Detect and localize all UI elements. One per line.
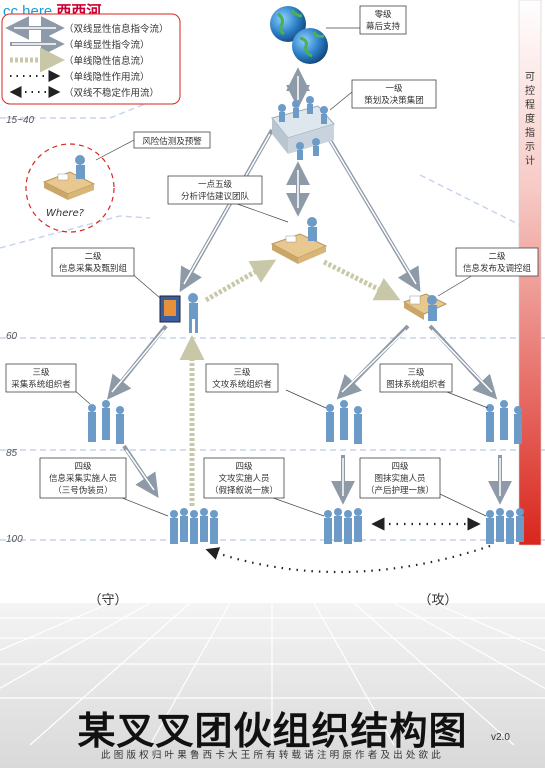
level-guide-lines (0, 97, 545, 541)
level-label-60: 60 (6, 331, 18, 342)
svg-text:一点五级: 一点五级 (198, 179, 233, 190)
svg-text:零级: 零级 (374, 9, 392, 20)
where-label: Where? (46, 208, 85, 219)
svg-text:（单线隐性作用流）: （单线隐性作用流） (64, 71, 150, 83)
version-label: v2.0 (491, 732, 510, 743)
svg-text:（三号伪装员）: （三号伪装员） (53, 485, 113, 496)
legend-single-solid: （单线显性指令流） (10, 32, 150, 56)
node-risk: 风险估测及预警 (133, 131, 211, 149)
node-text-exec: 四级 文攻实施人员 （假择叙说一族） (203, 457, 285, 499)
node-image-org: 三级 图抹系统组织者 (379, 363, 453, 393)
risk-desk-icon (25, 143, 115, 233)
svg-text:图抹系统组织者: 图抹系统组织者 (386, 379, 446, 390)
svg-text:一级: 一级 (385, 83, 403, 94)
node-text-org: 三级 文攻系统组织者 (205, 363, 279, 393)
svg-text:策划及决策集团: 策划及决策集团 (364, 95, 424, 106)
page-title: 某叉叉团伙组织结构图 (77, 708, 468, 753)
svg-text:风险估测及预警: 风险估测及预警 (142, 136, 202, 147)
svg-text:（双线不稳定作用流）: （双线不稳定作用流） (64, 87, 159, 99)
node-publish: 二级 信息发布及调控组 (455, 247, 539, 277)
svg-text:幕后支持: 幕后支持 (366, 21, 401, 32)
svg-text:信息采集实施人员: 信息采集实施人员 (49, 473, 117, 484)
publish-desk-icon (402, 293, 448, 321)
collect-exec-crowd-icon (170, 508, 218, 544)
legend-double-dotted: （双线不稳定作用流） (9, 86, 159, 99)
node-collect-org: 三级 采集系统组织者 (5, 363, 77, 393)
level-label-85: 85 (6, 448, 18, 459)
svg-text:信息采集及甄别组: 信息采集及甄别组 (59, 263, 128, 274)
legend-single-dotted: （单线隐性作用流） (10, 70, 150, 83)
svg-text:三级: 三级 (32, 367, 50, 378)
indicator-label: 可控程度指示计 (525, 72, 535, 167)
floor-grid (0, 602, 545, 768)
svg-text:采集系统组织者: 采集系统组织者 (11, 379, 71, 390)
collect-org-group-icon (88, 400, 124, 444)
svg-text:四级: 四级 (391, 461, 409, 472)
level-label-15-40: 15~40 (6, 115, 35, 126)
image-exec-crowd-icon (486, 508, 524, 544)
legend-single-hidden-info: （单线隐性信息流） (10, 47, 150, 73)
svg-text:文攻实施人员: 文攻实施人员 (218, 473, 269, 484)
svg-text:四级: 四级 (235, 461, 253, 472)
node-level1: 一级 策划及决策集团 (351, 79, 437, 109)
monitor-person-icon (159, 293, 198, 333)
svg-text:（假择叙说一族）: （假择叙说一族） (210, 485, 278, 496)
node-analysis: 一点五级 分析评估建议团队 (167, 175, 263, 205)
svg-text:（单线显性指令流）: （单线显性指令流） (64, 39, 150, 51)
analysis-desk-icon (270, 217, 328, 264)
svg-text:二级: 二级 (488, 251, 506, 262)
svg-text:信息发布及调控组: 信息发布及调控组 (463, 263, 532, 274)
svg-text:（单线隐性信息流）: （单线隐性信息流） (64, 55, 150, 67)
node-image-exec: 四级 图抹实施人员 （产后护理一族） (359, 457, 441, 499)
svg-text:二级: 二级 (84, 251, 102, 262)
globe-icon (270, 6, 328, 64)
node-collect: 二级 信息采集及甄别组 (51, 247, 135, 277)
conference-table-icon (271, 96, 335, 160)
svg-text:分析评估建议团队: 分析评估建议团队 (181, 191, 250, 202)
legend: （双线显性信息指令流） （单线显性指令流） （单线隐性信息流） （单线隐性作用流… (1, 13, 181, 105)
svg-text:（双线显性信息指令流）: （双线显性信息指令流） (64, 23, 169, 35)
svg-text:三级: 三级 (233, 367, 251, 378)
image-org-group-icon (486, 400, 522, 444)
svg-text:四级: 四级 (74, 461, 92, 472)
node-support: 零级 幕后支持 (359, 5, 407, 35)
flow-arrows (107, 67, 512, 574)
copyright-notice: 此图版权归叶果鲁西卡大王所有转载请注明原作者及出处欲此 (101, 750, 444, 761)
defend-label: （守） (88, 593, 127, 608)
svg-text:图抹实施人员: 图抹实施人员 (374, 473, 425, 484)
svg-text:（产后护理一族）: （产后护理一族） (366, 485, 434, 496)
level-label-100: 100 (6, 534, 23, 545)
legend-double-solid: （双线显性信息指令流） (5, 16, 169, 40)
text-exec-crowd-icon (324, 508, 362, 544)
svg-text:三级: 三级 (407, 367, 425, 378)
text-org-group-icon (326, 400, 362, 444)
node-collect-exec: 四级 信息采集实施人员 （三号伪装员） (39, 457, 127, 499)
attack-label: （攻） (418, 593, 457, 608)
svg-text:文攻系统组织者: 文攻系统组织者 (212, 379, 272, 390)
